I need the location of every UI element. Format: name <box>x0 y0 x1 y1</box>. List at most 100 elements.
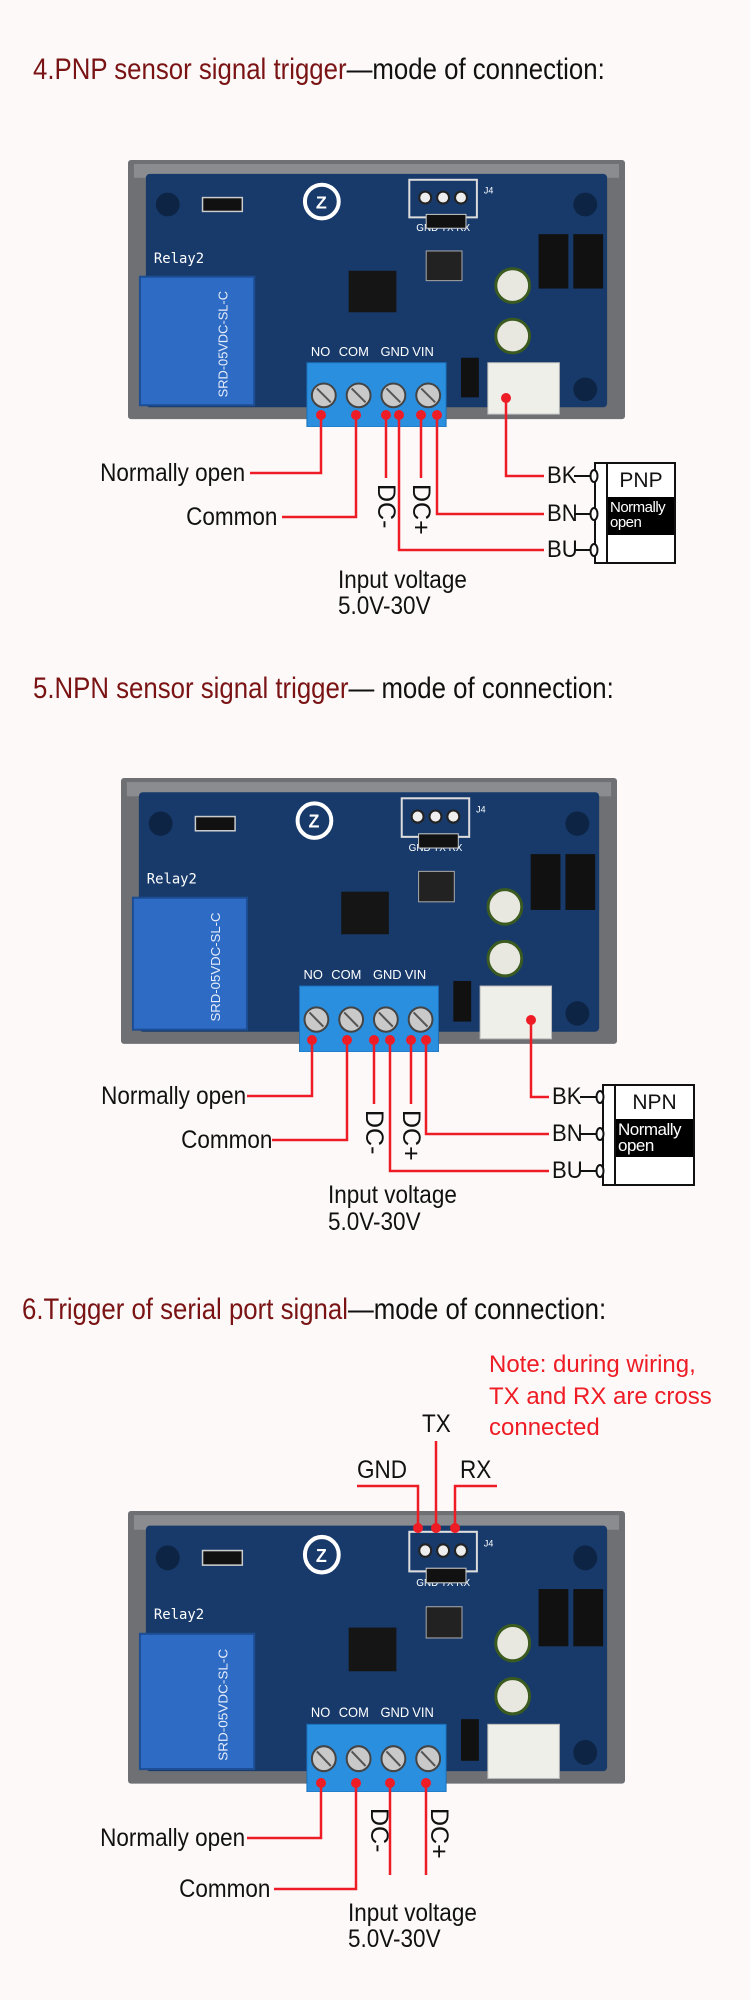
terminal-label-gnd: GND <box>380 344 409 359</box>
wire-tx-dot <box>431 1523 441 1533</box>
screw-slot <box>316 1750 332 1767</box>
diode-d1 <box>194 815 236 832</box>
terminal-label-no: NO <box>311 1705 330 1720</box>
wire-bk-dot <box>526 1015 536 1025</box>
terminal-label-vin: VIN <box>412 344 434 359</box>
common-label: Common <box>185 503 277 531</box>
header-pin <box>418 1543 433 1558</box>
wire-gnd-dot <box>413 1523 423 1533</box>
wire-common <box>282 415 358 519</box>
wire-bn-label: BN <box>552 1120 583 1147</box>
bn-terminal-icon <box>589 507 599 521</box>
mounting-hole-icon <box>148 811 173 836</box>
header-pin <box>436 190 451 205</box>
wire-common-dot <box>351 1778 361 1788</box>
relay-model-text: SRD-05VDC-SL-C <box>208 912 223 1021</box>
mounting-hole-icon <box>155 1545 180 1571</box>
diode-d3 <box>425 213 467 229</box>
relay-silkscreen-label: Relay2 <box>154 1607 204 1623</box>
logo-letter: Z <box>316 192 327 212</box>
wire-bu-label: BU <box>547 536 578 563</box>
screw-slot <box>385 1750 402 1767</box>
wire-dc-plus-dot <box>416 410 426 420</box>
ic-chip <box>341 891 389 935</box>
logo-icon <box>302 182 341 221</box>
wire-common-dot <box>351 410 361 420</box>
mosfet <box>565 854 596 910</box>
wire-normally-open-dot <box>316 410 326 420</box>
diode-d3 <box>425 1567 467 1584</box>
screw-slot <box>385 387 402 403</box>
header-ref: J4 <box>484 186 493 196</box>
input-voltage-label: Input voltage <box>338 566 467 594</box>
wire-dc-plus-dot <box>406 1035 416 1045</box>
wire-bk-label: BK <box>552 1083 582 1110</box>
common-label: Common <box>180 1126 272 1154</box>
diode-d1 <box>201 1549 244 1566</box>
relay-model-text: SRD-05VDC-SL-C <box>216 1648 231 1760</box>
wire-bn-dot <box>421 1035 431 1045</box>
screw-slot <box>378 1011 394 1028</box>
wire-bn-dot <box>432 410 442 420</box>
inductor <box>418 870 455 903</box>
wire-bu <box>388 1040 549 1173</box>
wire-normally-open-dot <box>307 1035 317 1045</box>
wire-bu-label: BU <box>552 1157 583 1184</box>
screw-slot <box>343 1011 359 1028</box>
mosfet <box>573 1589 604 1647</box>
mounting-hole-icon <box>565 811 590 836</box>
wire-bu-dot <box>385 1035 395 1045</box>
logo-icon <box>302 1534 341 1575</box>
component-d2 <box>460 1719 479 1761</box>
terminal-label-no: NO <box>311 344 330 359</box>
wire-normally-open <box>247 1783 323 1840</box>
sensor-state: Normally open <box>616 1119 693 1157</box>
capacitor <box>494 1623 532 1663</box>
input-voltage-label: Input voltage <box>328 1181 457 1209</box>
section-4-heading: 4.PNP sensor signal trigger—mode of conn… <box>33 52 605 88</box>
gnd-label: GND <box>357 1456 408 1484</box>
wiring-note-line-2: TX and RX are cross <box>489 1383 712 1410</box>
sensor-type: NPN <box>632 1090 677 1114</box>
common-label: Common <box>178 1875 270 1903</box>
mosfet <box>538 234 569 289</box>
terminal-label-no: NO <box>304 967 323 982</box>
component-d2 <box>453 980 472 1022</box>
wire-dc-minus-dot <box>369 1035 379 1045</box>
sensor-connector <box>487 362 560 415</box>
wire-bk-dot <box>501 393 511 403</box>
screw-slot <box>308 1011 325 1028</box>
mosfet <box>530 854 561 910</box>
mounting-hole-icon <box>155 192 180 217</box>
voltage-range-label: 5.0V-30V <box>328 1208 421 1236</box>
wire-bn-label: BN <box>547 500 578 527</box>
mosfet <box>573 234 604 289</box>
terminal-label-vin: VIN <box>405 967 426 982</box>
terminal-label-com: COM <box>339 344 369 359</box>
header-pin <box>418 190 433 205</box>
screw-slot <box>420 1750 436 1767</box>
tx-label: TX <box>422 1410 451 1438</box>
heading-suffix: — mode of connection: <box>348 672 614 705</box>
screw-slot <box>350 387 367 403</box>
relay <box>138 275 256 407</box>
rx-label: RX <box>460 1456 492 1484</box>
bu-terminal-icon <box>595 1164 605 1178</box>
screw-slot <box>316 387 332 403</box>
wire-dc-minus-dot <box>385 1778 395 1788</box>
bk-terminal-icon <box>595 1090 605 1104</box>
terminal-label-com: COM <box>339 1705 369 1720</box>
wire-normally-open-dot <box>316 1778 326 1788</box>
wire-normally-open <box>250 415 323 475</box>
mounting-hole-icon <box>573 377 598 402</box>
capacitor <box>494 267 532 304</box>
header-pin <box>436 1543 451 1558</box>
voltage-range-label: 5.0V-30V <box>338 592 431 620</box>
ic-chip <box>348 270 397 313</box>
inductor <box>425 1606 463 1639</box>
header-pin-labels: GND TX RX <box>416 1578 470 1589</box>
wire-gnd <box>357 1484 420 1528</box>
screw-slot <box>350 1750 367 1767</box>
